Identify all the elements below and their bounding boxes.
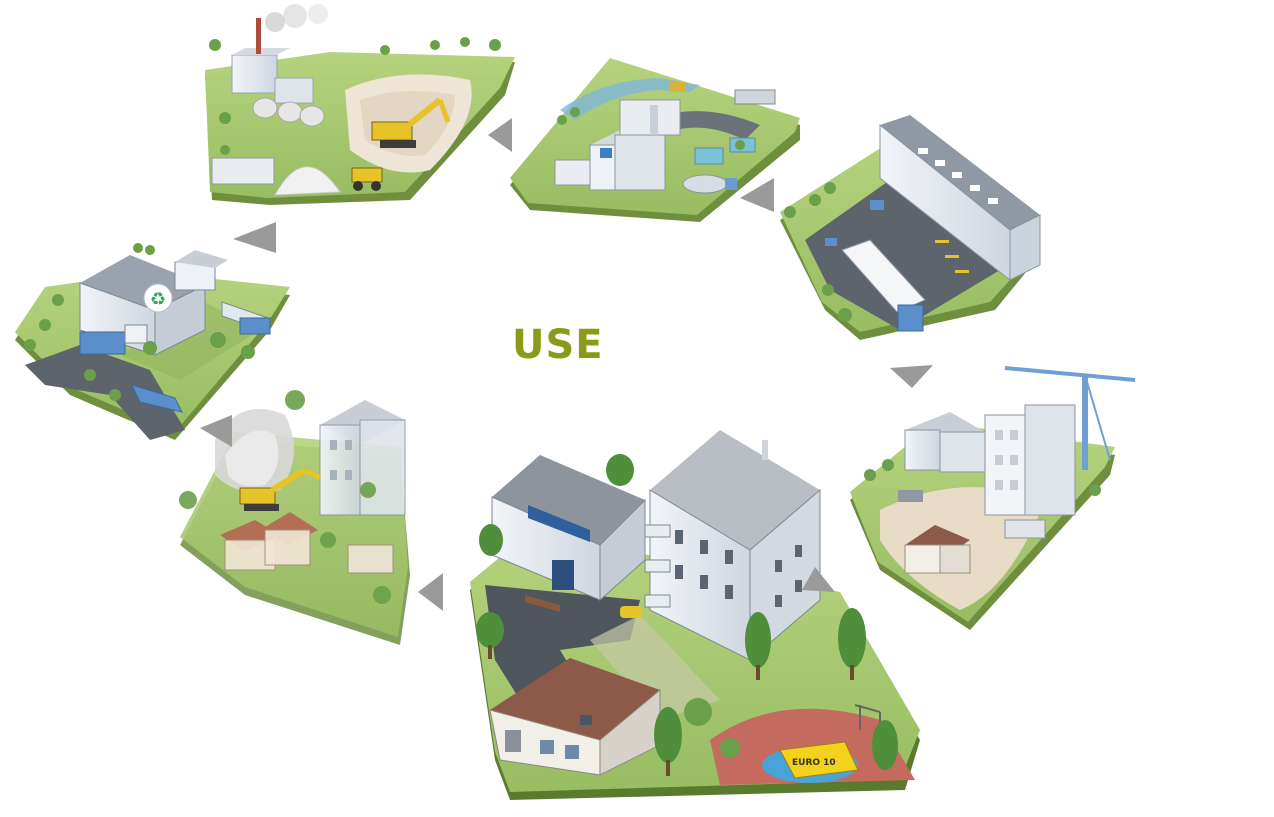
cement-factory — [554, 99, 681, 191]
house — [489, 658, 661, 776]
demolition-stage — [179, 390, 410, 645]
garbage-truck-icon — [79, 324, 148, 355]
flow-arrows — [200, 118, 933, 611]
arrow-demolition-to-recycling — [200, 415, 232, 447]
office-building — [491, 455, 646, 612]
arrow-plant-to-quarry — [488, 118, 512, 152]
crane-icon — [1004, 366, 1136, 470]
arrow-use-to-demolition — [418, 573, 443, 611]
arrow-recycling-to-quarry — [233, 222, 276, 253]
loader-icon — [351, 167, 383, 191]
center-label-use: USE — [512, 322, 604, 368]
recycling-stage: ♻ — [15, 243, 290, 440]
demolition-excavator-icon — [239, 467, 322, 511]
arrow-warehouse-to-site — [890, 365, 933, 388]
warehouse-stage — [780, 115, 1041, 340]
arrow-site-to-use — [802, 567, 835, 592]
use-trees — [476, 454, 898, 776]
cement-plant-stage — [510, 58, 800, 222]
quarry-stage — [205, 4, 515, 205]
playground: EURO 10 — [710, 704, 915, 785]
use-stage: EURO 10 — [470, 430, 920, 800]
playground-badge-text: EURO 10 — [792, 758, 836, 768]
arrow-warehouse-to-plant — [740, 178, 774, 212]
car-icon — [620, 606, 642, 618]
svg-text:♻: ♻ — [150, 289, 166, 310]
cement-truck-icon — [682, 174, 737, 194]
recycling-truck-icon — [221, 301, 271, 335]
van-icon — [131, 384, 183, 413]
recycling-icon: ♻ — [150, 289, 166, 310]
warehouse-building — [879, 115, 1041, 282]
unfinished-building — [984, 404, 1076, 516]
quarry-factory — [231, 4, 328, 104]
construction-stage — [850, 366, 1136, 630]
excavator-icon — [371, 97, 451, 148]
old-building — [319, 400, 406, 516]
apartment-building — [644, 430, 821, 662]
delivery-truck-icon — [841, 239, 926, 332]
